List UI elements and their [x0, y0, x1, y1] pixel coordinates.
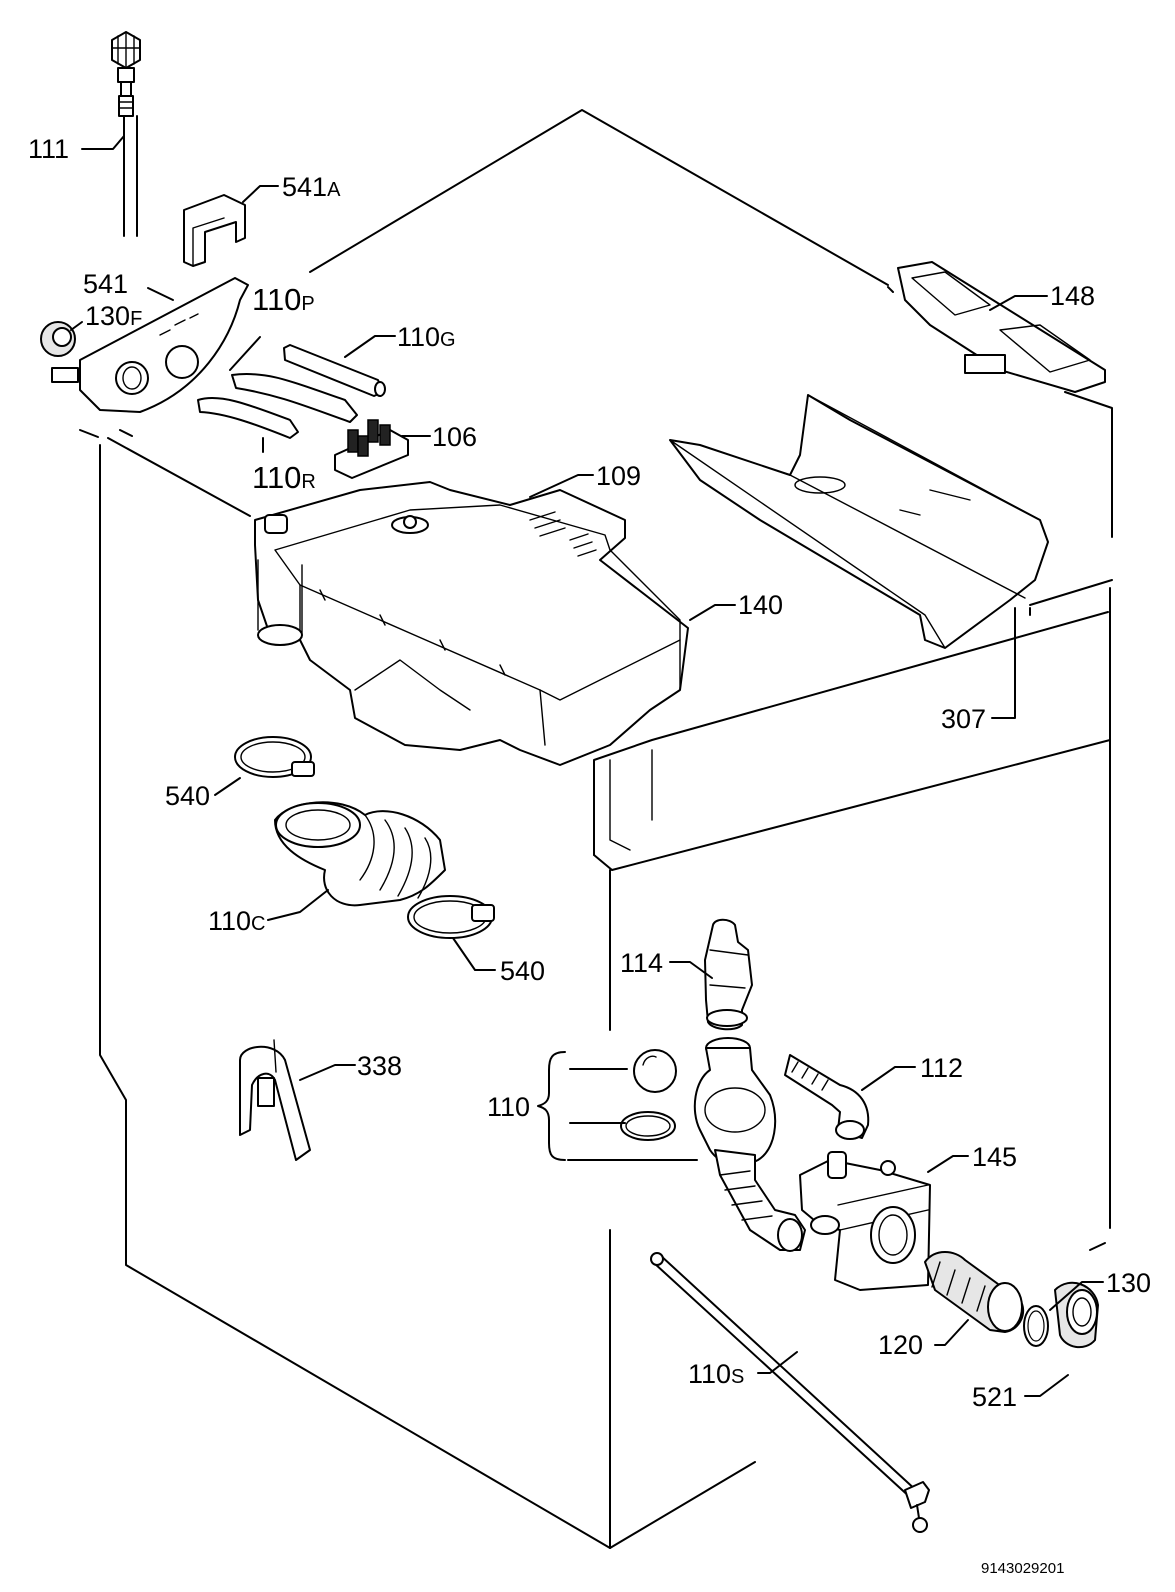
- cap-130F: [40, 321, 76, 357]
- label-110: 110: [487, 1092, 530, 1122]
- label-111: 111: [28, 134, 69, 164]
- handle-148: [897, 261, 1106, 393]
- label-140: 140: [738, 590, 783, 620]
- valve-106: [334, 419, 409, 479]
- air-chamber-114: [704, 918, 753, 1031]
- label-110G: 110G: [397, 322, 456, 352]
- label-540-upper: 540: [165, 781, 210, 811]
- label-145: 145: [972, 1142, 1017, 1172]
- filter-cap-521: [1054, 1281, 1099, 1349]
- label-109: 109: [596, 461, 641, 491]
- seal-130: [1023, 1305, 1049, 1347]
- label-541A: 541A: [282, 172, 341, 202]
- hose-guide-338: [239, 1039, 311, 1161]
- pump-145: [799, 1151, 931, 1291]
- hose-110P: [231, 373, 358, 423]
- rod-110S: [650, 1252, 930, 1533]
- label-106: 106: [432, 422, 477, 452]
- ball-and-ring-110: [620, 1049, 677, 1141]
- inlet-hose-111: [111, 31, 141, 237]
- cabinet-outline: [79, 109, 1113, 1549]
- label-130F: 130F: [85, 301, 142, 331]
- label-120: 120: [878, 1330, 923, 1360]
- label-541: 541: [83, 269, 128, 299]
- dispenser-housing-109-140: [254, 481, 689, 766]
- bracket-brace-110: [537, 1051, 698, 1161]
- hose-110R: [197, 396, 299, 439]
- label-114: 114: [620, 948, 663, 978]
- label-338: 338: [357, 1051, 402, 1081]
- label-110P: 110P: [252, 282, 315, 317]
- sump-pipe: [693, 1037, 806, 1252]
- label-307: 307: [941, 704, 986, 734]
- panel-541: [51, 277, 249, 413]
- drain-hose-112: [784, 1054, 870, 1140]
- label-540-lower: 540: [500, 956, 545, 986]
- label-110S: 110S: [688, 1359, 744, 1389]
- label-521: 521: [972, 1382, 1017, 1412]
- clamp-540-upper: [234, 736, 315, 778]
- bellows-110C: [274, 801, 446, 907]
- drawing-number: 9143029201: [981, 1560, 1064, 1577]
- leader-lines: [70, 135, 1104, 1397]
- label-112: 112: [920, 1053, 963, 1083]
- bracket-541A: [183, 194, 246, 267]
- hose-110G: [283, 344, 386, 397]
- filter-120: [924, 1251, 1025, 1333]
- drawer-307: [669, 394, 1049, 649]
- part-labels: 111 541A 541 130F 110P 110G 106 110R 109…: [28, 134, 1151, 1412]
- label-110R: 110R: [252, 460, 316, 495]
- label-148: 148: [1050, 281, 1095, 311]
- label-130: 130: [1106, 1268, 1151, 1298]
- label-110C: 110C: [208, 906, 266, 936]
- clamp-540-lower: [407, 895, 495, 939]
